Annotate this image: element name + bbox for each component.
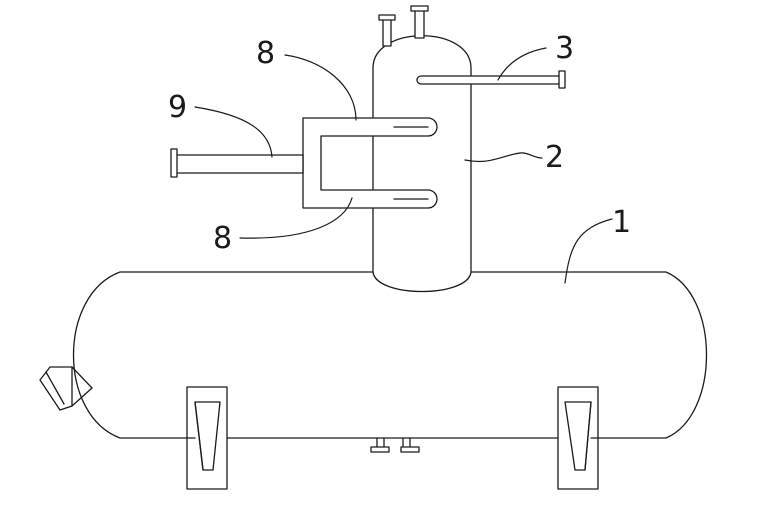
u-tube-exchanger	[302, 117, 438, 209]
leader-lines	[194, 47, 613, 284]
label-side-pipe: 3	[555, 31, 574, 66]
leader-3	[497, 47, 547, 81]
leader-9	[194, 106, 273, 158]
part-labels: 1 2 3 8 8 9	[168, 31, 631, 256]
side-pipe	[416, 70, 566, 89]
inlet-pipe	[170, 148, 304, 178]
label-u-tube-lower: 8	[213, 221, 232, 256]
left-saddle-support	[186, 386, 228, 490]
main-tank-body	[72, 271, 708, 439]
vertical-vessel	[372, 35, 472, 293]
label-vertical-vessel: 2	[545, 140, 564, 175]
leader-8-upper	[284, 54, 357, 121]
leader-2	[464, 152, 543, 163]
vertical-vessel-body	[372, 35, 472, 293]
label-u-tube-upper: 8	[256, 36, 275, 71]
label-inlet-pipe: 9	[168, 90, 187, 125]
leader-8-lower	[239, 197, 353, 239]
top-nozzles	[378, 5, 429, 47]
left-outlet-nozzle	[39, 366, 93, 411]
main-tank	[72, 271, 708, 439]
label-main-tank: 1	[612, 205, 631, 240]
bottom-drain-nozzles	[370, 437, 420, 453]
right-saddle-support	[557, 386, 599, 490]
leader-1	[564, 218, 613, 284]
